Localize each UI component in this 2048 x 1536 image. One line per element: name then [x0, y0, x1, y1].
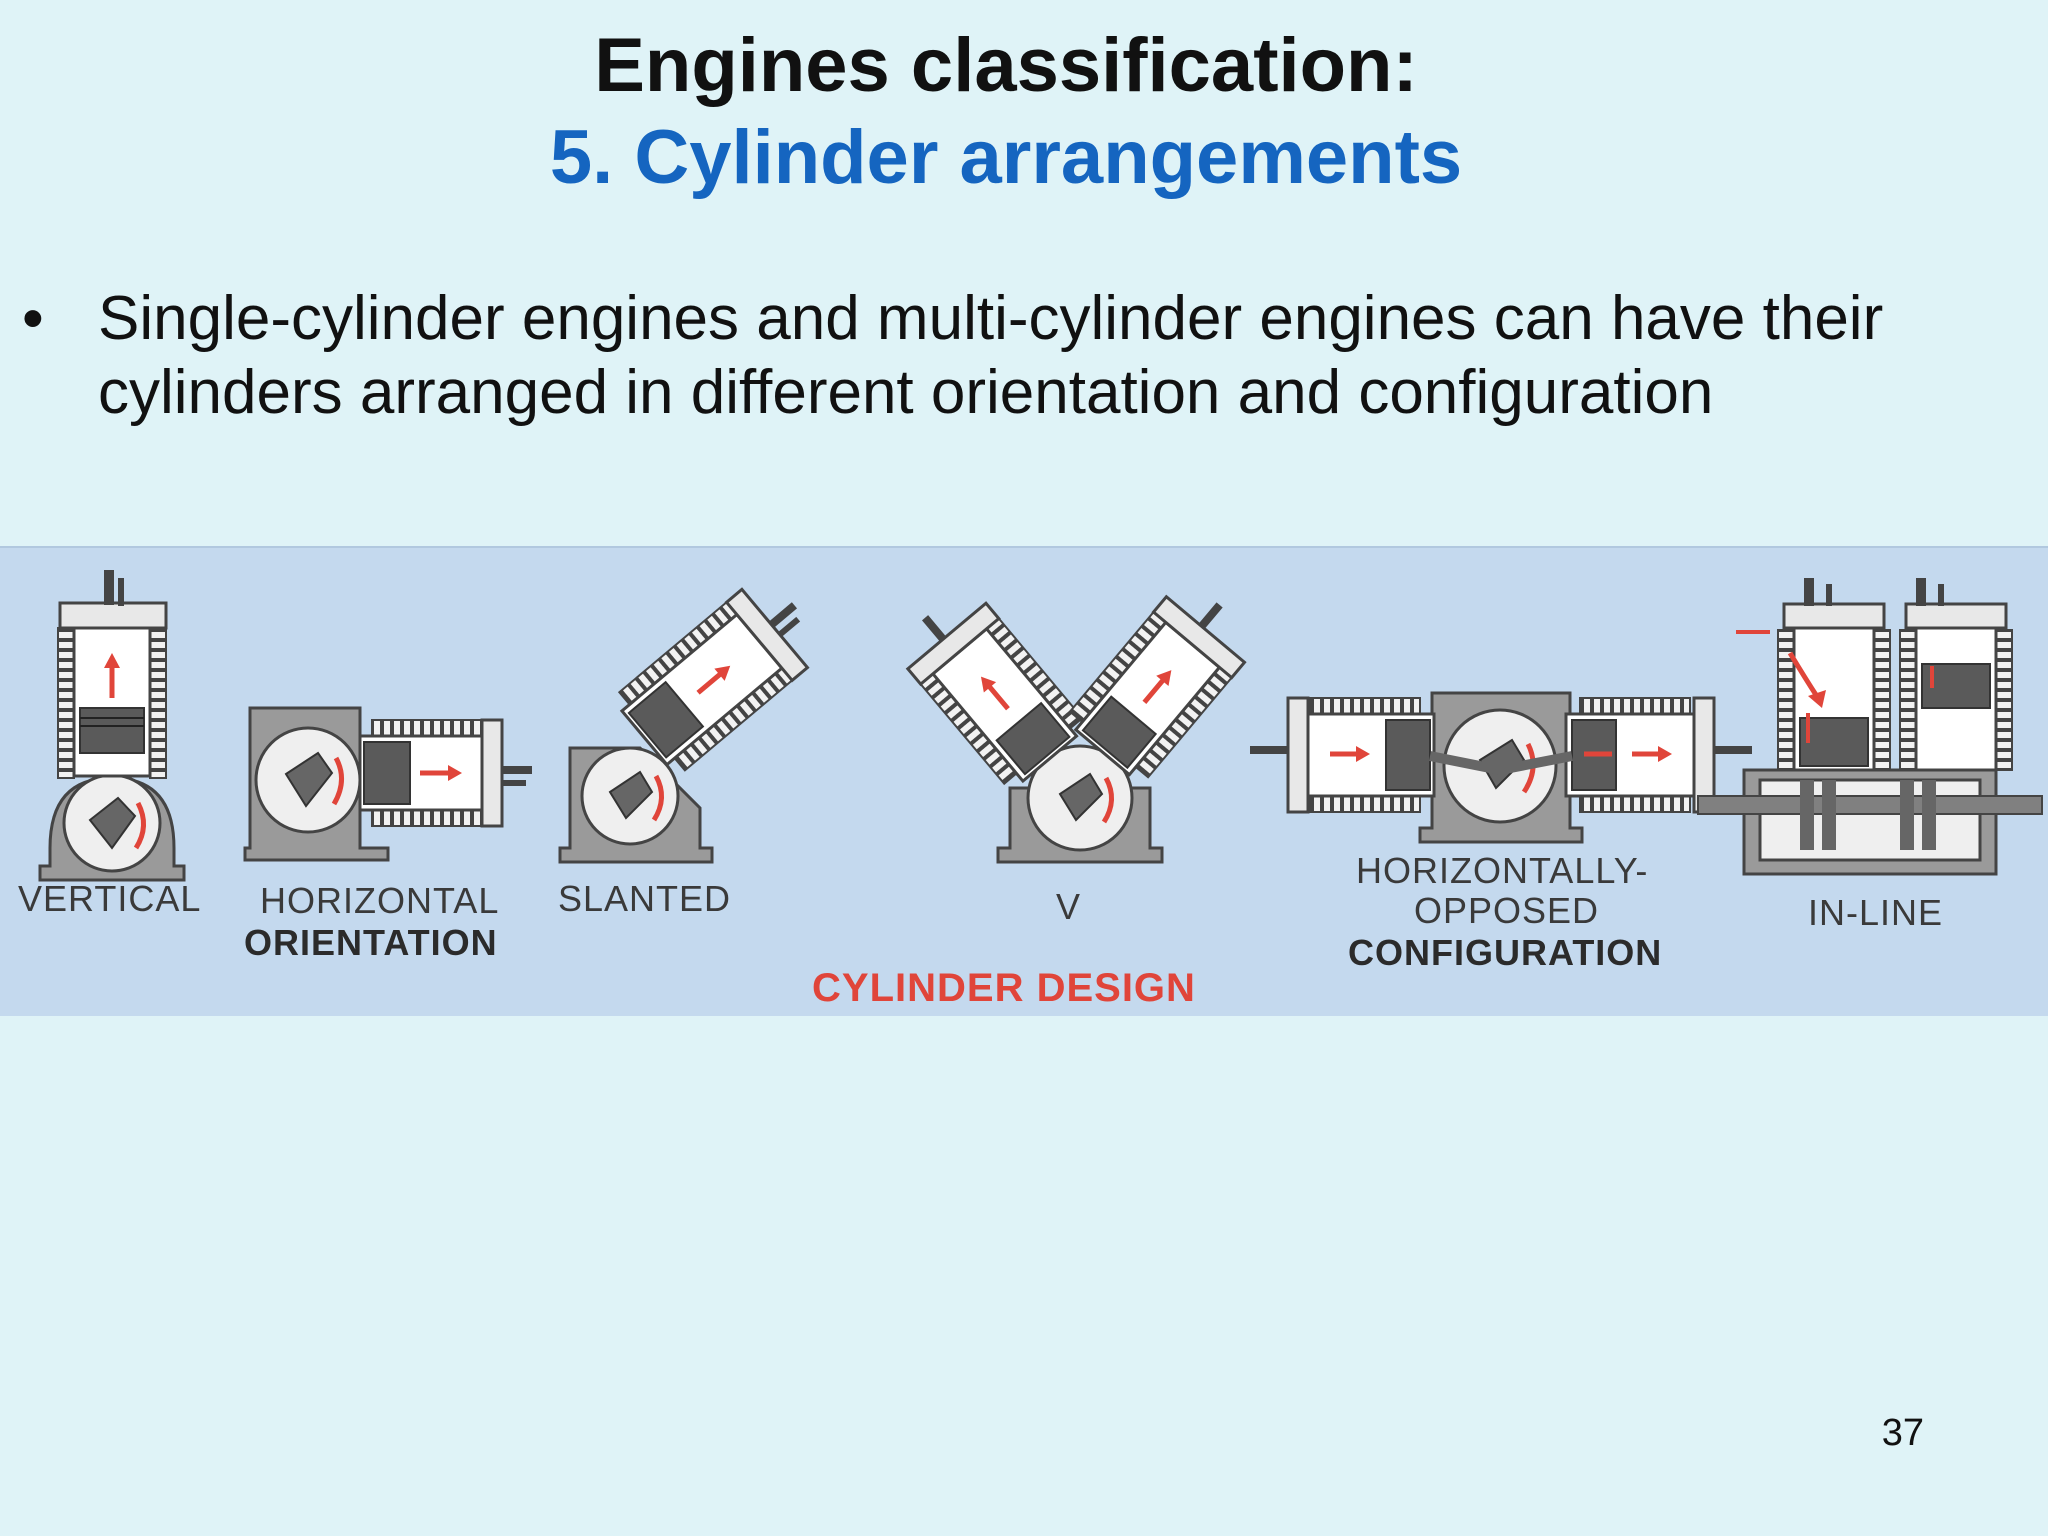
in-line-engine [1697, 578, 2043, 876]
label-orientation: ORIENTATION [244, 922, 498, 963]
slanted-engine [558, 587, 810, 864]
figure-caption: CYLINDER DESIGN [812, 966, 1196, 1010]
label-v: V [1056, 886, 1082, 927]
horizontal-engine [243, 706, 532, 862]
bullet-icon: • [22, 284, 44, 353]
vertical-engine [38, 570, 186, 882]
horizontally-opposed-engine [1250, 691, 1752, 844]
label-horizontally: HORIZONTALLY- [1356, 850, 1649, 891]
bullet-item: • Single-cylinder engines and multi-cyli… [22, 282, 2012, 430]
v-engine [905, 594, 1247, 864]
label-vertical: VERTICAL [18, 878, 202, 919]
slide-subtitle: 5. Cylinder arrangements [549, 115, 1463, 200]
page-number: 37 [1881, 1412, 1924, 1454]
engine-illustrations [38, 570, 2043, 882]
label-opposed: OPPOSED [1414, 890, 1600, 931]
cylinder-design-figure: VERTICAL HORIZONTAL ORIENTATION SLANTED … [0, 546, 2048, 1016]
bullet-text: Single-cylinder engines and multi-cylind… [98, 284, 1884, 427]
label-in-line: IN-LINE [1808, 892, 1944, 933]
label-horizontal: HORIZONTAL [260, 880, 500, 921]
label-slanted: SLANTED [558, 878, 732, 919]
label-configuration: CONFIGURATION [1348, 932, 1663, 973]
slide-title: Engines classification: [594, 23, 1418, 108]
